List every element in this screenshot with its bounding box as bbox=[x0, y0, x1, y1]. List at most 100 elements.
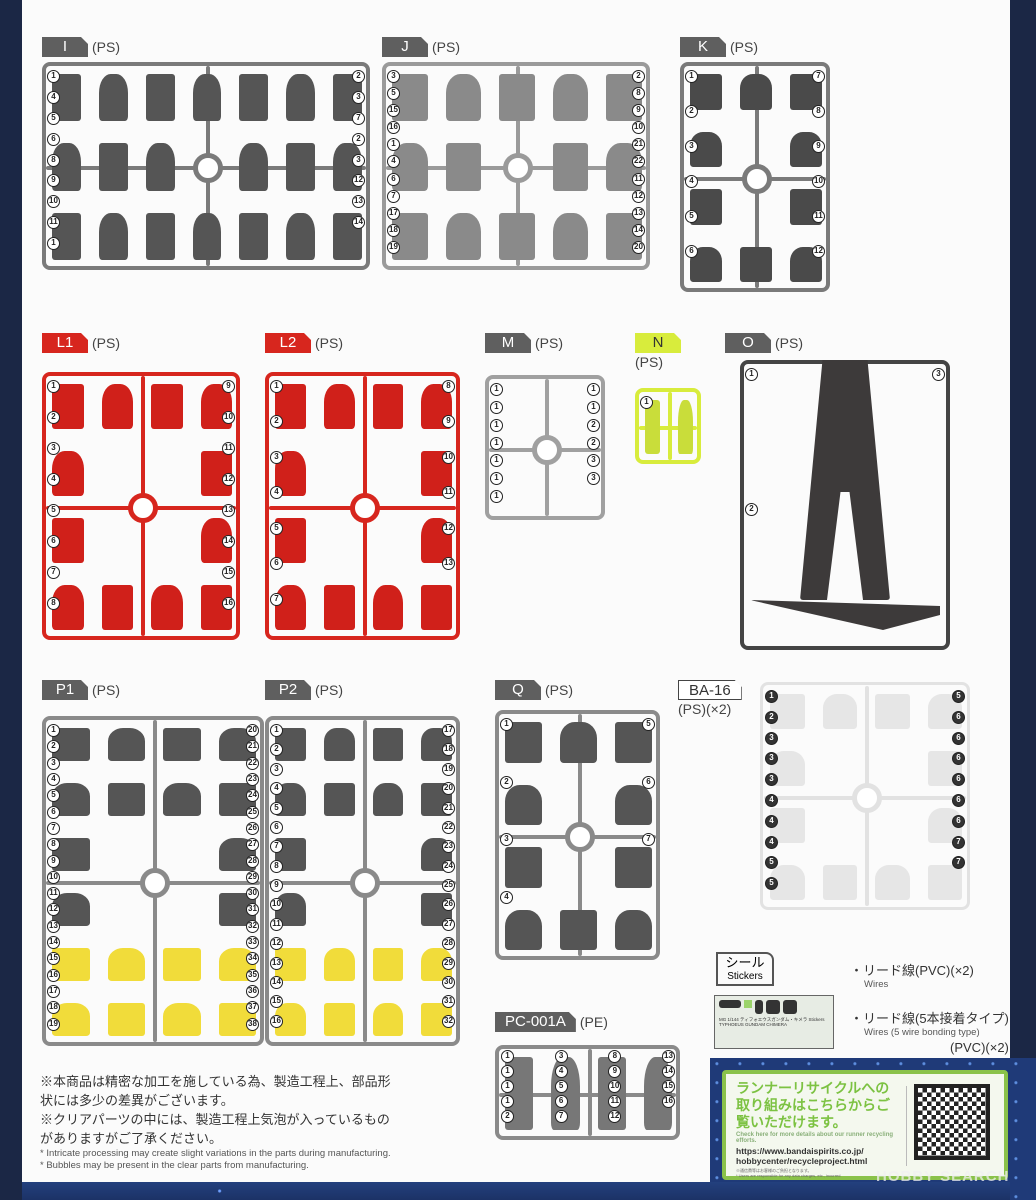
runner-hub bbox=[742, 164, 772, 194]
plastic-part bbox=[163, 728, 201, 761]
runner-frame-l2 bbox=[265, 372, 460, 640]
plastic-part bbox=[499, 212, 535, 260]
part-number: 3 bbox=[352, 153, 365, 167]
part-number: 1 bbox=[587, 400, 600, 414]
part-number: 4 bbox=[765, 794, 778, 807]
runner-hub bbox=[564, 822, 595, 852]
runner-frame-p1 bbox=[42, 716, 264, 1046]
part-number: 3 bbox=[500, 833, 513, 846]
part-number: 6 bbox=[685, 245, 698, 258]
part-number: 2 bbox=[685, 105, 698, 118]
stickers-title-en: Stickers bbox=[727, 971, 763, 982]
runner-hub bbox=[852, 783, 882, 813]
plastic-part bbox=[192, 212, 222, 260]
part-number: 20 bbox=[246, 724, 259, 737]
part-number: 17 bbox=[442, 724, 455, 737]
runner-material: (PE) bbox=[579, 1014, 608, 1030]
part-number: 17 bbox=[47, 985, 60, 999]
wires-2-suffix: (PVC)(×2) bbox=[950, 1040, 1009, 1055]
part-number: 11 bbox=[222, 442, 235, 455]
plastic-part bbox=[98, 212, 128, 260]
runner-label: L2 bbox=[265, 333, 311, 353]
runner-tab-p1: P1(PS) bbox=[42, 680, 120, 700]
part-number: 16 bbox=[222, 597, 235, 610]
part-number: 1 bbox=[490, 490, 503, 504]
part-number: 12 bbox=[270, 937, 283, 951]
plastic-part bbox=[445, 74, 482, 122]
wires-2-jp: ・リード線(5本接着タイプ) bbox=[850, 1011, 1009, 1026]
part-number: 28 bbox=[246, 854, 259, 868]
plastic-part bbox=[740, 74, 772, 110]
plastic-part bbox=[560, 722, 597, 763]
part-number: 15 bbox=[387, 104, 400, 118]
part-number: 9 bbox=[47, 174, 60, 188]
part-number: 2 bbox=[632, 70, 645, 83]
qr-code[interactable] bbox=[914, 1084, 990, 1160]
runner-frame-ba16 bbox=[760, 682, 970, 910]
runner-gate bbox=[668, 392, 672, 460]
watermark: HOBBY SEARCH bbox=[876, 1168, 1010, 1185]
part-number: 21 bbox=[246, 740, 259, 754]
part-number: 25 bbox=[246, 805, 259, 819]
part-number: 2 bbox=[500, 775, 513, 789]
plastic-part bbox=[163, 783, 201, 816]
part-number: 4 bbox=[685, 175, 698, 188]
note-jp-1: ※本商品は精密な加工を施している為、製造工程上、部品形状には多少の差異がございま… bbox=[40, 1074, 391, 1108]
part-number: 11 bbox=[47, 887, 60, 901]
runner-label: O bbox=[725, 333, 771, 353]
runner-material: (PS) bbox=[92, 335, 120, 351]
part-number: 10 bbox=[270, 898, 283, 912]
plastic-part bbox=[875, 865, 910, 900]
plastic-part bbox=[286, 212, 316, 260]
part-number: 3 bbox=[387, 70, 400, 83]
runner-frame-q bbox=[495, 710, 660, 960]
part-number: 2 bbox=[47, 411, 60, 424]
runner-frame-i bbox=[42, 62, 370, 270]
plastic-part bbox=[615, 847, 652, 888]
part-number: 7 bbox=[952, 856, 965, 870]
part-number: 5 bbox=[685, 210, 698, 223]
part-number: 11 bbox=[812, 210, 825, 223]
runner-material: (PS) bbox=[315, 335, 343, 351]
part-number: 2 bbox=[745, 503, 758, 516]
part-number: 3 bbox=[270, 762, 283, 776]
runner-label: PC-001A bbox=[495, 1012, 576, 1032]
part-number: 8 bbox=[632, 87, 645, 101]
plastic-part bbox=[678, 400, 693, 454]
part-number: 30 bbox=[442, 975, 455, 989]
plastic-part bbox=[145, 212, 175, 260]
part-number: 22 bbox=[632, 155, 645, 169]
part-number: 14 bbox=[352, 216, 365, 230]
runner-hub bbox=[349, 868, 380, 898]
part-number: 15 bbox=[662, 1080, 675, 1093]
plastic-part bbox=[192, 74, 222, 122]
runner-frame-k bbox=[680, 62, 830, 292]
plastic-part bbox=[101, 384, 133, 429]
plastic-part bbox=[499, 74, 535, 122]
runner-hub bbox=[193, 153, 223, 183]
part-number: 26 bbox=[246, 821, 259, 835]
plastic-part bbox=[740, 246, 772, 282]
runner-tab-m: M(PS) bbox=[485, 333, 563, 353]
recycle-url-line1[interactable]: https://www.bandaispirits.co.jp/ bbox=[736, 1146, 864, 1156]
plastic-part bbox=[286, 74, 316, 122]
plastic-part bbox=[239, 212, 269, 260]
part-number: 5 bbox=[47, 504, 60, 517]
part-number: 1 bbox=[47, 380, 60, 393]
part-number: 6 bbox=[952, 752, 965, 766]
part-number: 3 bbox=[932, 368, 945, 381]
part-number: 18 bbox=[387, 223, 400, 237]
part-number: 38 bbox=[246, 1017, 259, 1031]
runner-label: I bbox=[42, 37, 88, 57]
part-number: 3 bbox=[47, 442, 60, 455]
plastic-part bbox=[927, 865, 962, 900]
wires-item-2: ・リード線(5本接着タイプ) Wires (5 wire bonding typ… bbox=[850, 1008, 1009, 1055]
runner-hub bbox=[140, 868, 170, 898]
part-number: 6 bbox=[952, 731, 965, 745]
part-number: 12 bbox=[222, 473, 235, 486]
runner-tab-i: I(PS) bbox=[42, 37, 120, 57]
recycle-url-line2[interactable]: hobbycenter/recycleproject.html bbox=[736, 1156, 868, 1166]
part-number: 6 bbox=[952, 710, 965, 724]
part-number: 11 bbox=[608, 1095, 622, 1108]
part-number: 10 bbox=[442, 450, 455, 464]
